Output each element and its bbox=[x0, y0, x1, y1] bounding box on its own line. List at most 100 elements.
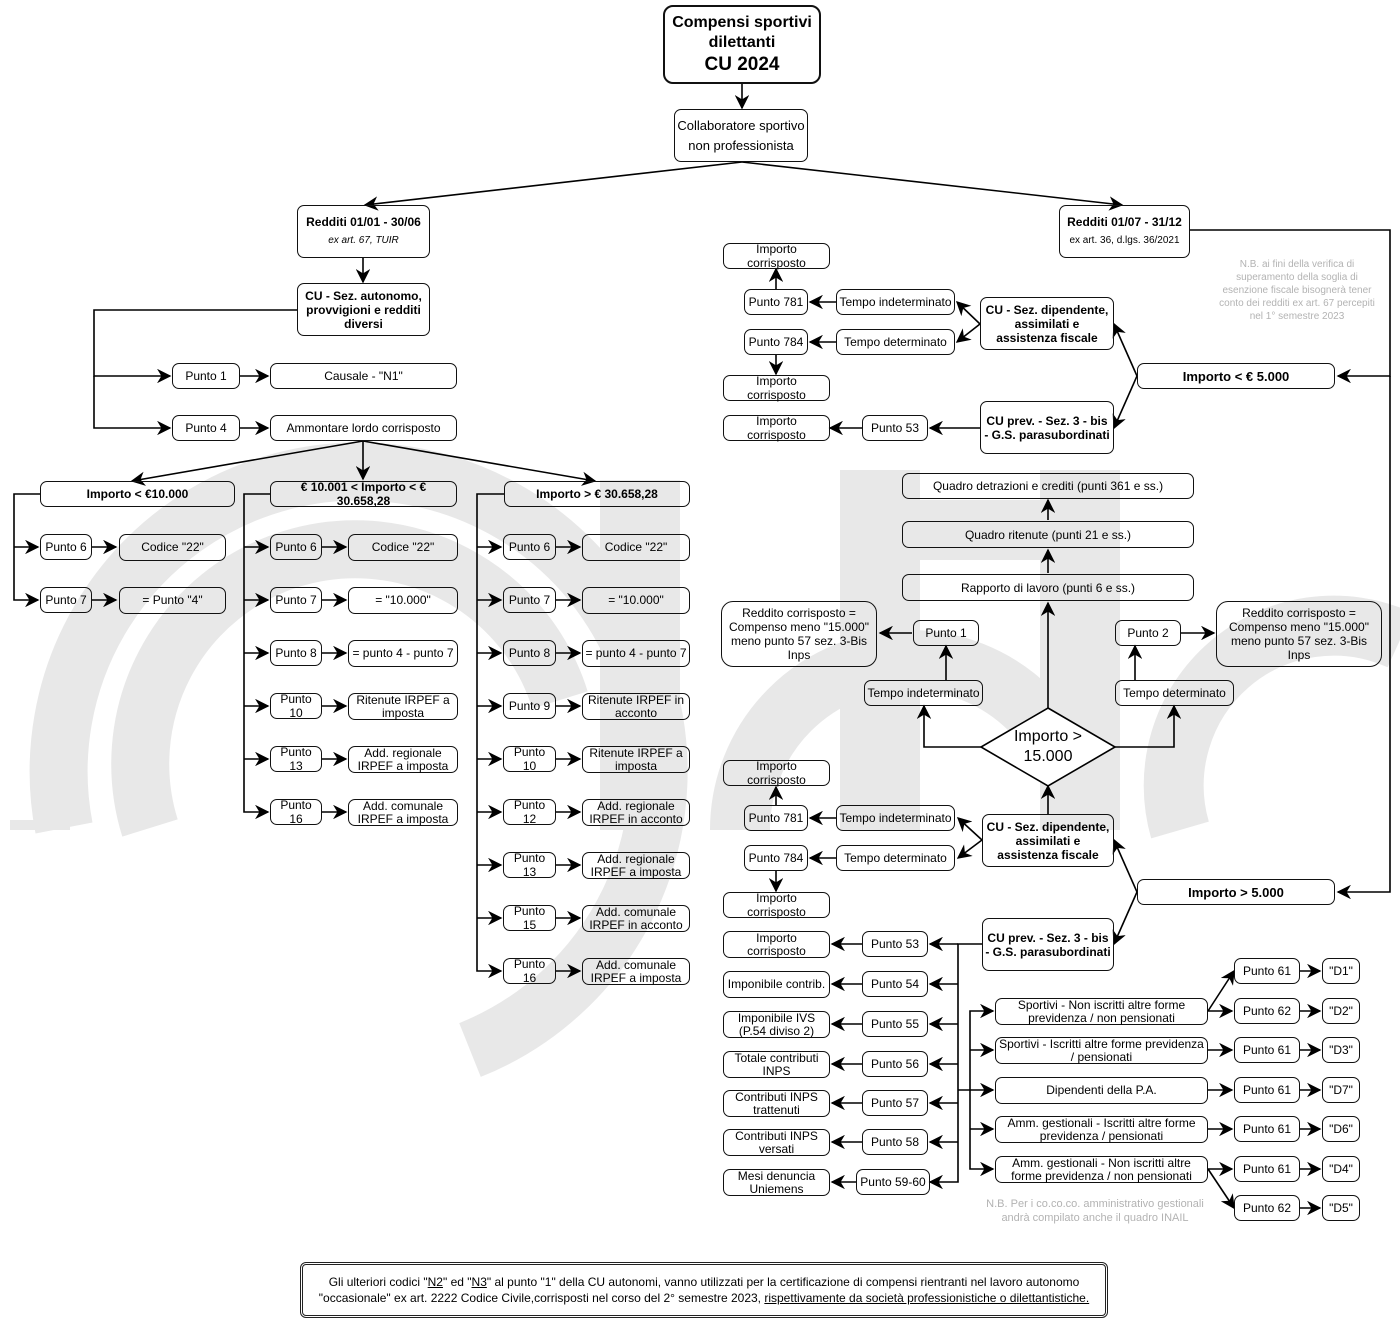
high-determinato: Tempo determinato bbox=[836, 845, 955, 871]
high-punto781: Punto 781 bbox=[744, 805, 808, 831]
high-dipendente-box: CU - Sez. dipendente, assimilati e assis… bbox=[982, 814, 1114, 867]
diamond-determinato: Tempo determinato bbox=[1115, 680, 1234, 706]
title-line-1: Compensi sportivi bbox=[672, 13, 812, 31]
bracket-title: € 10.001 < Importo < € 30.658,28 bbox=[270, 480, 457, 508]
bracket-value: = punto 4 - punto 7 bbox=[348, 640, 458, 667]
category-punto: Punto 61 bbox=[1234, 1037, 1300, 1063]
bracket-punto: Punto 8 bbox=[503, 640, 556, 666]
title-line-2: dilettanti bbox=[708, 33, 776, 51]
detrazioni-box: Quadro detrazioni e crediti (punti 361 e… bbox=[902, 473, 1194, 499]
high-importo-b: Importo corrisposto bbox=[723, 891, 830, 919]
bracket-punto: Punto 13 bbox=[270, 745, 322, 773]
bracket-value: = "10.000" bbox=[348, 587, 458, 614]
prev-value: Importo corrisposto bbox=[723, 931, 830, 958]
category-code: "D5" bbox=[1322, 1195, 1360, 1221]
high-punto2: Punto 2 bbox=[1115, 620, 1181, 646]
left-period-box: Redditi 01/01 - 30/06 ex art. 67, TUIR bbox=[297, 205, 430, 258]
prev-value: Mesi denuncia Uniemens bbox=[723, 1169, 830, 1196]
category-code: "D6" bbox=[1322, 1116, 1360, 1142]
bracket-value: = Punto "4" bbox=[119, 587, 226, 614]
bracket-punto: Punto 7 bbox=[503, 587, 556, 613]
category-box: Dipendenti della P.A. bbox=[995, 1077, 1208, 1104]
category-code: "D1" bbox=[1322, 958, 1360, 984]
prev-punto: Punto 53 bbox=[862, 931, 928, 957]
bracket-value: Add. regionale IRPEF in acconto bbox=[582, 799, 690, 826]
diamond-label: Importo > 15.000 bbox=[1013, 728, 1083, 765]
prev-value: Contributi INPS versati bbox=[723, 1129, 830, 1156]
right-period-title: Redditi 01/07 - 31/12 bbox=[1067, 215, 1182, 229]
low-importo-c: Importo corrisposto bbox=[723, 414, 830, 442]
root-node: Collaboratore sportivo non professionist… bbox=[674, 109, 808, 162]
prev-punto: Punto 56 bbox=[862, 1051, 928, 1077]
bracket-punto: Punto 6 bbox=[40, 534, 92, 560]
left-punto1: Punto 1 bbox=[172, 363, 240, 389]
bracket-punto: Punto 7 bbox=[270, 587, 322, 613]
bracket-punto: Punto 7 bbox=[40, 587, 92, 613]
bracket-value: Ritenute IRPEF a imposta bbox=[582, 746, 690, 773]
low-dipendente-box: CU - Sez. dipendente, assimilati e assis… bbox=[980, 297, 1114, 350]
bracket-value: Codice "22" bbox=[119, 534, 226, 561]
low-importo-a: Importo corrisposto bbox=[723, 242, 830, 270]
bracket-value: = punto 4 - punto 7 bbox=[582, 640, 690, 667]
category-code: "D2" bbox=[1322, 998, 1360, 1024]
prev-punto: Punto 58 bbox=[862, 1129, 928, 1155]
category-punto: Punto 61 bbox=[1234, 1156, 1300, 1182]
footer-note: Gli ulteriori codici "N2" ed "N3" al pun… bbox=[300, 1262, 1108, 1318]
footer-line-2: "occasionale" ex art. 2222 Codice Civile… bbox=[318, 1291, 1090, 1305]
bracket-value: Add. comunale IRPEF a imposta bbox=[348, 799, 458, 826]
bracket-punto: Punto 6 bbox=[270, 534, 322, 560]
prev-value: Imponibile contrib. bbox=[723, 971, 830, 998]
bracket-value: Add. comunale IRPEF in acconto bbox=[582, 905, 690, 932]
bracket-value: Codice "22" bbox=[582, 534, 690, 561]
category-box: Amm. gestionali - Iscritti altre forme p… bbox=[995, 1116, 1208, 1143]
bracket-punto: Punto 16 bbox=[270, 798, 322, 826]
bracket-value: Add. regionale IRPEF a imposta bbox=[348, 746, 458, 773]
bracket-value: Ritenute IRPEF a imposta bbox=[348, 693, 458, 720]
prev-value: Totale contributi INPS bbox=[723, 1051, 830, 1078]
high-prev-box: CU prev. - Sez. 3 - bis - G.S. parasubor… bbox=[982, 918, 1114, 971]
left-period-title: Redditi 01/01 - 30/06 bbox=[306, 215, 421, 229]
left-punto4-value: Ammontare lordo corrisposto bbox=[270, 415, 457, 441]
note-threshold-verification: N.B. ai fini della verifica di superamen… bbox=[1219, 259, 1375, 322]
prev-punto: Punto 55 bbox=[862, 1011, 928, 1037]
bracket-punto: Punto 9 bbox=[503, 693, 556, 719]
bracket-punto: Punto 13 bbox=[503, 851, 556, 879]
prev-value: Contributi INPS trattenuti bbox=[723, 1090, 830, 1117]
bracket-punto: Punto 10 bbox=[503, 745, 556, 773]
footer-line-1: Gli ulteriori codici "N2" ed "N3" al pun… bbox=[328, 1275, 1080, 1289]
category-punto: Punto 61 bbox=[1234, 1116, 1300, 1142]
low-prev-box: CU prev. - Sez. 3 - bis - G.S. parasubor… bbox=[980, 401, 1114, 454]
bracket-value: Codice "22" bbox=[348, 534, 458, 561]
reddito-left-box: Reddito corrisposto = Compenso meno "15.… bbox=[721, 601, 877, 667]
bracket-punto: Punto 16 bbox=[503, 957, 556, 985]
category-box: Sportivi - Non iscritti altre forme prev… bbox=[995, 998, 1208, 1025]
low-importo-b: Importo corrisposto bbox=[723, 374, 830, 402]
high-punto784: Punto 784 bbox=[744, 845, 808, 871]
left-punto1-value: Causale - "N1" bbox=[270, 363, 457, 389]
category-punto: Punto 61 bbox=[1234, 1077, 1300, 1103]
left-period-subtitle: ex art. 67, TUIR bbox=[328, 235, 399, 246]
category-code: "D7" bbox=[1322, 1077, 1360, 1103]
note-inail: N.B. Per i co.co.co. amministrativo gest… bbox=[986, 1198, 1204, 1224]
ritenute-box: Quadro ritenute (punti 21 e ss.) bbox=[902, 521, 1194, 548]
right-period-box: Redditi 01/07 - 31/12 ex art. 36, d.lgs.… bbox=[1059, 205, 1190, 258]
bracket-title: Importo > € 30.658,28 bbox=[504, 481, 690, 507]
category-box: Sportivi - Iscritti altre forme previden… bbox=[995, 1037, 1208, 1064]
threshold-low: Importo < € 5.000 bbox=[1137, 363, 1335, 389]
low-determinato: Tempo determinato bbox=[836, 329, 955, 355]
category-punto: Punto 62 bbox=[1234, 1195, 1300, 1221]
low-indeterminato: Tempo indeterminato bbox=[836, 289, 955, 315]
bracket-punto: Punto 6 bbox=[503, 534, 556, 560]
low-punto781: Punto 781 bbox=[744, 289, 808, 315]
bracket-punto: Punto 10 bbox=[270, 692, 322, 720]
category-box: Amm. gestionali - Non iscritti altre for… bbox=[995, 1156, 1208, 1183]
main-title-box: Compensi sportivi dilettanti CU 2024 bbox=[663, 5, 821, 84]
title-line-3: CU 2024 bbox=[704, 53, 780, 75]
reddito-right-box: Reddito corrisposto = Compenso meno "15.… bbox=[1216, 601, 1382, 667]
left-punto4: Punto 4 bbox=[172, 415, 240, 441]
prev-value: Imponibile IVS (P.54 diviso 2) bbox=[723, 1011, 830, 1038]
high-importo-a: Importo corrisposto bbox=[723, 759, 830, 787]
category-code: "D4" bbox=[1322, 1156, 1360, 1182]
category-code: "D3" bbox=[1322, 1037, 1360, 1063]
left-section-box: CU - Sez. autonomo, provvigioni e reddit… bbox=[297, 283, 430, 336]
